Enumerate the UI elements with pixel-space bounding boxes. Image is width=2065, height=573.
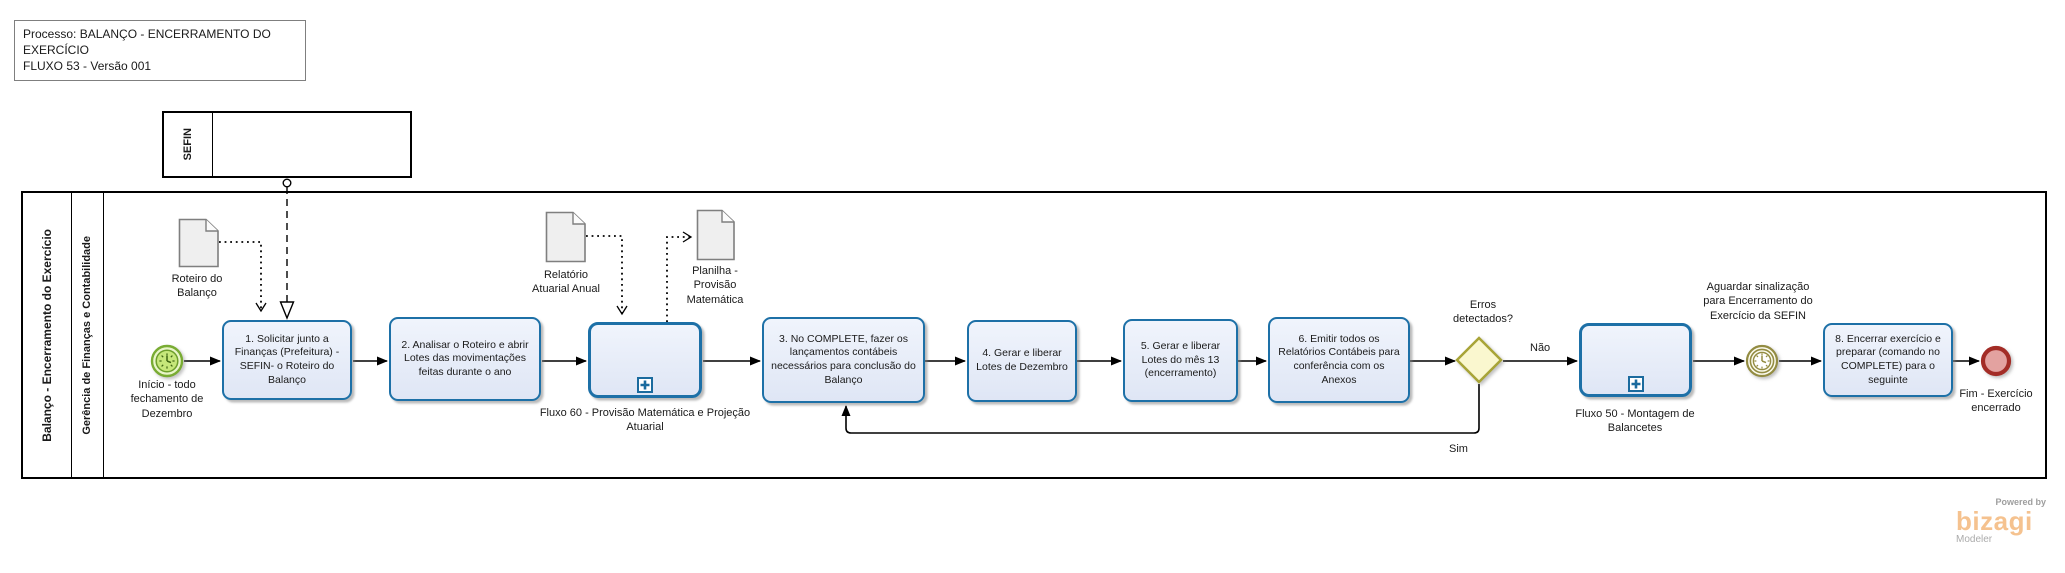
task-2-label: 2. Analisar o Roteiro e abrir Lotes das … (401, 338, 529, 378)
subprocess-fluxo50-label: Fluxo 50 - Montagem de Balancetes (1575, 408, 1695, 435)
document-planilha-label: Planilha - Provisão Matemática (686, 265, 744, 306)
document-roteiro-icon (178, 218, 219, 268)
pool-sefin: SEFIN (162, 111, 412, 178)
message-flow-start-circle (282, 178, 292, 188)
lane-label-band: Gerência de Finanças e Contabilidade (71, 193, 104, 477)
task-5: 5. Gerar e liberar Lotes do mês 13 (ence… (1123, 319, 1238, 402)
gateway-branch-yes-label: Sim (1449, 443, 1468, 455)
task-8-label: 8. Encerrar exercício e preparar (comand… (1835, 332, 1941, 386)
task-3: 3. No COMPLETE, fazer os lançamentos con… (762, 317, 925, 403)
gateway-branch-no-label: Não (1530, 342, 1551, 354)
task-3-label: 3. No COMPLETE, fazer os lançamentos con… (771, 332, 916, 386)
end-event-label: Fim - Exercício encerrado (1959, 388, 2033, 415)
end-event (1980, 345, 2012, 377)
subprocess-plus-icon (637, 377, 653, 393)
message-flow-sefin-to-task1 (279, 178, 295, 320)
associations (219, 231, 693, 322)
task-4-label: 4. Gerar e liberar Lotes de Dezembro (976, 347, 1068, 373)
intermediate-timer-event (1745, 344, 1779, 378)
start-event-label: Início - todo fechamento de Dezembro (130, 379, 204, 420)
powered-by-label: Powered by (1995, 497, 2046, 507)
gateway-erros-detectados (1455, 336, 1503, 384)
subprocess-fluxo50 (1579, 323, 1692, 397)
task-6: 6. Emitir todos os Relatórios Contábeis … (1268, 317, 1410, 403)
process-title-line1: Processo: BALANÇO - ENCERRAMENTO DO EXER… (23, 27, 271, 58)
task-6-label: 6. Emitir todos os Relatórios Contábeis … (1278, 332, 1400, 386)
task-8: 8. Encerrar exercício e preparar (comand… (1823, 323, 1953, 397)
bizagi-logo: bizagi (1956, 506, 2033, 536)
association-fluxo60-to-planilha (666, 231, 693, 322)
sequence-flows (184, 356, 1980, 434)
subprocess-fluxo60 (588, 322, 702, 398)
subprocess-fluxo60-label: Fluxo 60 - Provisão Matemática e Projeçã… (539, 407, 751, 434)
message-flow-arrowhead (279, 301, 295, 320)
pool-main-label-band: Balanço - Encerramento do Exercício (23, 193, 72, 477)
timer-icon (159, 353, 175, 369)
bizagi-branding: Powered by bizagi Modeler (1956, 497, 2046, 545)
document-relatorio-label: Relatório Atuarial Anual (532, 269, 600, 296)
task-1-label: 1. Solicitar junto a Finanças (Prefeitur… (234, 332, 340, 386)
task-4: 4. Gerar e liberar Lotes de Dezembro (967, 320, 1077, 402)
process-title-line2: FLUXO 53 - Versão 001 (23, 59, 152, 74)
pool-sefin-label-band: SEFIN (164, 113, 213, 176)
task-1: 1. Solicitar junto a Finanças (Prefeitur… (222, 320, 352, 400)
subprocess-plus-icon (1627, 376, 1644, 392)
timer-icon (1752, 351, 1772, 371)
document-planilha-icon (696, 209, 735, 261)
document-roteiro-label: Roteiro do Balanço (171, 273, 223, 300)
flow-gateway-yes-loop-to-task3 (841, 384, 1480, 434)
task-2: 2. Analisar o Roteiro e abrir Lotes das … (389, 317, 541, 401)
process-title-box: Processo: BALANÇO - ENCERRAMENTO DO EXER… (14, 20, 306, 81)
bizagi-product-label: Modeler (1956, 534, 1993, 545)
association-relatorio-to-fluxo60 (586, 235, 628, 316)
intermediate-timer-label: Aguardar sinalização para Encerramento d… (1703, 281, 1813, 322)
gateway-question-label: Erros detectados? (1453, 299, 1513, 326)
document-relatorio-icon (545, 211, 586, 263)
start-timer-event (150, 344, 184, 378)
task-5-label: 5. Gerar e liberar Lotes do mês 13 (ence… (1140, 340, 1221, 380)
